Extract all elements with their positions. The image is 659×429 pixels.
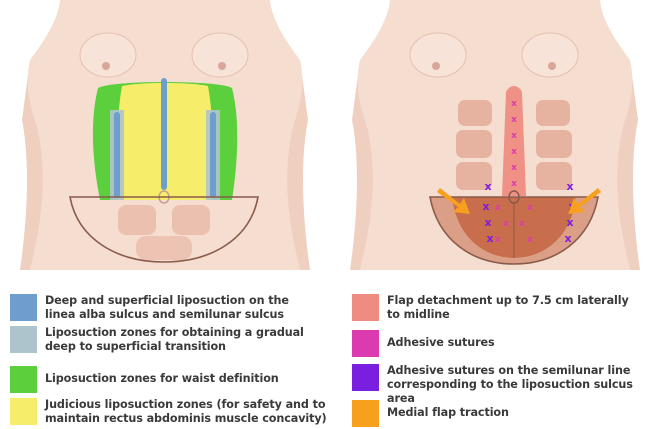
- legend-swatch-gray: [10, 326, 37, 353]
- legend-swatch-blue: [10, 294, 37, 321]
- legend-swatch-magenta: [352, 330, 379, 357]
- legend-item-gradual-transition: Liposuction zones for obtaining a gradua…: [10, 326, 304, 354]
- legend-label: Liposuction zones for waist definition: [45, 372, 279, 386]
- legend-label: Deep and superficial liposuction on the …: [45, 294, 289, 322]
- legend-item-deep-superficial-liposuction: Deep and superficial liposuction on the …: [10, 294, 289, 322]
- legend-swatch-purple: [352, 364, 379, 391]
- legend-item-judicious-liposuction: Judicious liposuction zones (for safety …: [10, 398, 327, 426]
- legend-swatch-yellow: [10, 398, 37, 425]
- legend-label: Liposuction zones for obtaining a gradua…: [45, 326, 304, 354]
- legend-swatch-salmon: [352, 294, 379, 321]
- legend-item-flap-detachment: Flap detachment up to 7.5 cm laterally t…: [352, 294, 629, 322]
- legend-swatch-orange: [352, 400, 379, 427]
- legend-item-medial-flap-traction: Medial flap traction: [352, 400, 509, 427]
- legend-item-adhesive-sutures: Adhesive sutures: [352, 330, 495, 357]
- legend-swatch-green: [10, 366, 37, 393]
- legend-label: Flap detachment up to 7.5 cm laterally t…: [387, 294, 629, 322]
- legend-label: Adhesive sutures: [387, 336, 495, 350]
- legend-label: Judicious liposuction zones (for safety …: [45, 398, 327, 426]
- legend-label: Medial flap traction: [387, 406, 509, 420]
- legend-item-waist-definition: Liposuction zones for waist definition: [10, 366, 279, 393]
